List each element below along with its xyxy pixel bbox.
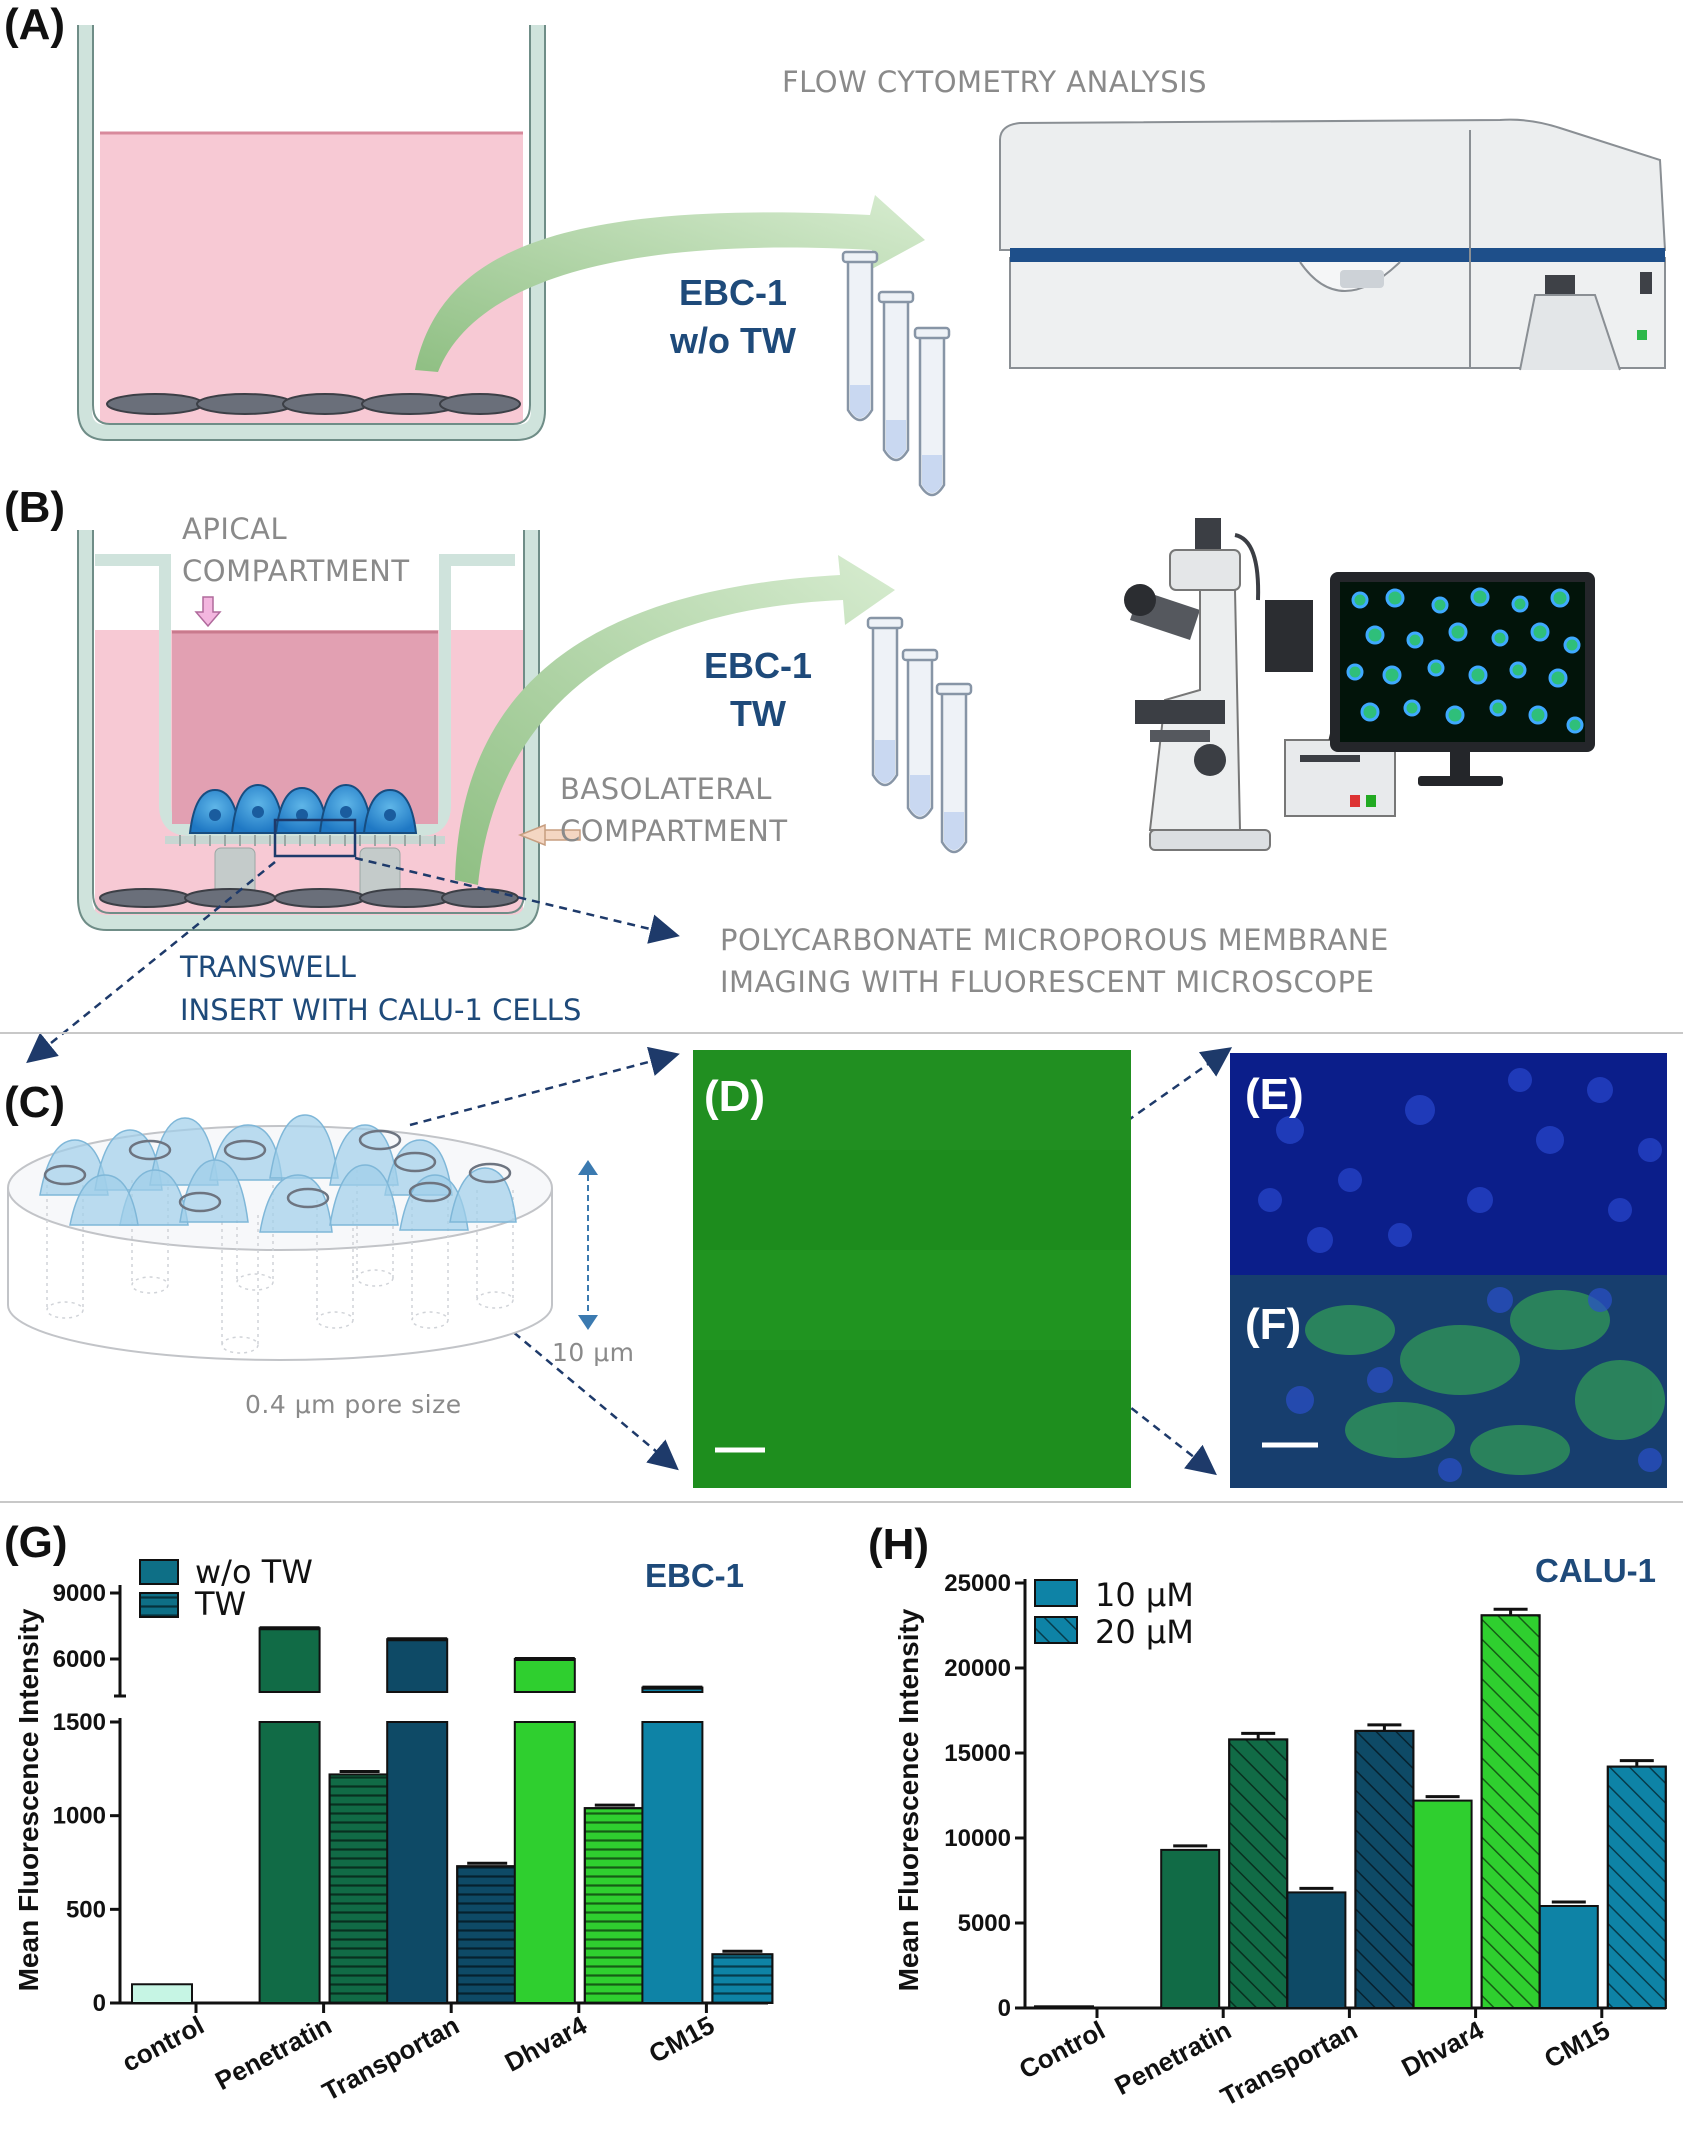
sample-tubes-a [841, 250, 951, 497]
membrane-schematic [7, 1114, 598, 1361]
h-bar-10um [1412, 1799, 1473, 2009]
fluorescence-image-e [1230, 1053, 1667, 1275]
g-bar-wotw-upper [258, 1627, 321, 1693]
apical-label-line1: APICAL [182, 512, 288, 546]
h-ytick-label: 5000 [958, 1910, 1011, 1937]
apical-label-line2: COMPARTMENT [182, 554, 410, 588]
membrane-label-line1: POLYCARBONATE MICROPOROUS MEMBRANE [720, 923, 1389, 957]
chart-h-title: CALU-1 [1535, 1552, 1656, 1589]
h-bar-20um-hatch [1228, 1738, 1289, 2010]
h-legend-swatch-20um-hatch [1034, 1616, 1078, 1644]
basolateral-label-line1: BASOLATERAL [560, 772, 772, 806]
h-ytick-label: 20000 [944, 1655, 1011, 1682]
g-ytick-label-upper: 9000 [53, 1580, 106, 1607]
g-legend-swatch-tw-hatch [139, 1592, 179, 1618]
h-legend-label-10um: 10 μM [1095, 1576, 1194, 1614]
g-ytick-label-lower: 500 [66, 1896, 106, 1923]
panel-b-label: (B) [4, 483, 66, 532]
panel-e-label: (E) [1245, 1070, 1304, 1119]
transwell-label-line2: INSERT WITH CALU-1 CELLS [180, 993, 582, 1027]
g-bar-tw-hatch [456, 1865, 519, 2005]
g-ytick-label-upper: 6000 [53, 1646, 106, 1673]
h-xtick-label: Transportan [1215, 2015, 1362, 2112]
panel-c-label: (C) [4, 1078, 66, 1127]
culture-well-a [77, 25, 546, 441]
h-ytick-label: 10000 [944, 1825, 1011, 1852]
g-xtick-label: control [117, 2010, 209, 2078]
g-ytick-label-lower: 1500 [53, 1709, 106, 1736]
membrane-height-label: 10 μm [552, 1338, 635, 1367]
h-ytick-label: 25000 [944, 1570, 1011, 1597]
ebc1-wo-tw-line2: w/o TW [670, 320, 796, 361]
panel-d-label: (D) [704, 1072, 766, 1121]
g-ytick-label-lower: 0 [93, 1990, 106, 2017]
panel-g-label: (G) [4, 1518, 68, 1567]
g-legend-label-tw: TW [194, 1585, 246, 1623]
h-legend-label-20um: 20 μM [1095, 1613, 1194, 1651]
h-bar-20um-hatch [1354, 1729, 1415, 2010]
transwell-label-line1: TRANSWELL [180, 950, 356, 984]
g-bar-wotw-lower [386, 1721, 449, 2004]
flow-cytometer [999, 118, 1667, 371]
h-ytick-label: 0 [998, 1995, 1011, 2022]
g-legend-swatch-wotw [139, 1559, 179, 1585]
ebc1-wo-tw-line1: EBC-1 [678, 272, 788, 313]
flow-cytometry-title: FLOW CYTOMETRY ANALYSIS [782, 65, 1208, 99]
h-bar-10um [1538, 1905, 1599, 2009]
h-bar-10um [1034, 2005, 1094, 2010]
g-ylabel: Mean Fluorescence Intensity [13, 1608, 44, 1991]
transfer-arrow-b [455, 555, 895, 885]
h-xtick-label: Dhvar4 [1396, 2015, 1488, 2083]
panel-f-label: (F) [1245, 1300, 1302, 1349]
h-bar-10um [1286, 1891, 1347, 2010]
g-bar-wotw-lower [258, 1721, 321, 2004]
h-bar-20um-hatch [1606, 1765, 1667, 2009]
panel-a-label: (A) [4, 0, 66, 49]
h-ylabel: Mean Fluorescence Intensity [893, 1608, 924, 1991]
g-xtick-label: Transportan [317, 2010, 464, 2107]
h-xtick-label: Control [1014, 2015, 1110, 2085]
panel-h-label: (H) [868, 1520, 930, 1569]
g-legend-label-wotw: w/o TW [195, 1553, 313, 1591]
fluorescence-image-f [1230, 1275, 1667, 1488]
fluorescence-image-d [693, 1050, 1131, 1488]
membrane-label-line2: IMAGING WITH FLUORESCENT MICROSCOPE [720, 965, 1375, 999]
g-xtick-label: CM15 [644, 2010, 719, 2069]
g-ytick-label-lower: 1000 [53, 1803, 106, 1830]
tube-liquid-a [850, 385, 942, 493]
g-bar-wotw-lower [641, 1721, 704, 2004]
g-bar-wotw [131, 1983, 193, 2005]
h-ytick-label: 15000 [944, 1740, 1011, 1767]
h-bar-10um [1160, 1848, 1221, 2010]
g-bar-tw-hatch [328, 1773, 391, 2005]
pore-size-label: 0.4 μm pore size [245, 1390, 462, 1419]
basolateral-label-line2: COMPARTMENT [560, 814, 788, 848]
tube-liquid-b [875, 740, 964, 850]
h-bar-20um-hatch [1480, 1614, 1541, 2010]
h-xtick-label: CM15 [1539, 2015, 1614, 2074]
transfer-arrow-a [415, 195, 925, 372]
g-bar-tw-hatch [583, 1807, 646, 2004]
g-bar-wotw-upper [386, 1638, 449, 1693]
g-xtick-label: Dhvar4 [500, 2010, 592, 2078]
g-bar-tw-hatch [711, 1953, 774, 2004]
g-xtick-label: Penetratin [210, 2010, 336, 2096]
chart-g-title: EBC-1 [645, 1557, 745, 1594]
h-legend-swatch-10um [1034, 1579, 1078, 1607]
monitor-cells [1346, 587, 1584, 734]
ebc1-tw-line2: TW [730, 693, 786, 734]
transwell-well-b [77, 530, 581, 931]
g-bar-wotw-upper [513, 1658, 576, 1693]
g-bar-wotw-lower [513, 1721, 576, 2004]
ebc1-tw-line1: EBC-1 [703, 645, 813, 686]
